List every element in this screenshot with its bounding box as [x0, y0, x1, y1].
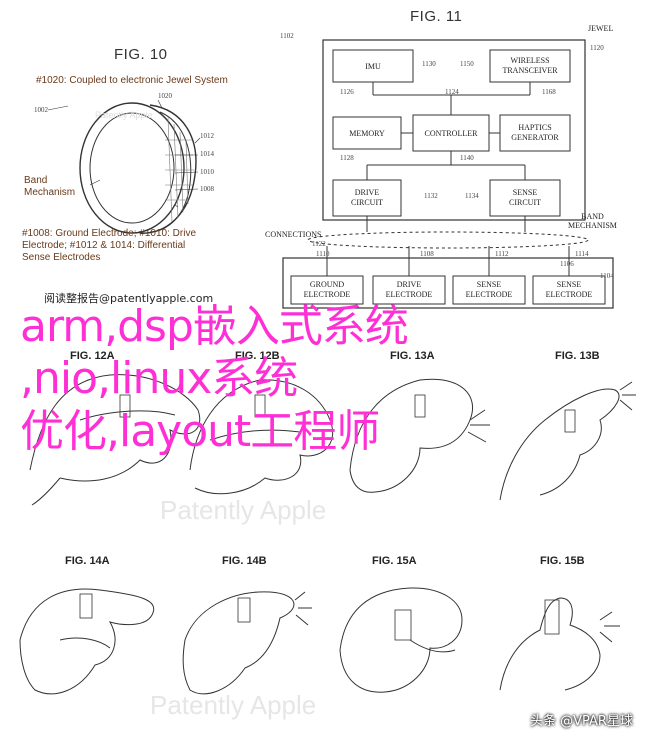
fig13a-hand-sketch	[349, 378, 490, 493]
fig11-title: FIG. 11	[410, 8, 463, 25]
ref-1132: 1132	[424, 192, 438, 200]
watermark-mid: Patently Apple	[160, 495, 327, 525]
ref-1002: 1002	[34, 106, 48, 114]
overlay-line-2: ,nio,linux系统	[20, 353, 298, 404]
fig14b-title: FIG. 14B	[222, 555, 267, 567]
fig12b-hand-sketch	[189, 379, 334, 495]
overlay-line-1: arm,dsp嵌入式系统	[20, 301, 409, 352]
ref-1106: 1106	[560, 260, 574, 268]
drive-circuit-box: DRIVE CIRCUIT	[351, 188, 383, 207]
ref-1140: 1140	[460, 154, 474, 162]
ref-1168: 1168	[542, 88, 556, 96]
sense-circuit-box: SENSE CIRCUIT	[509, 188, 541, 207]
watermark-bottom: Patently Apple	[150, 690, 317, 720]
fig12b-title: FIG. 12B	[235, 350, 280, 362]
ref-1108: 1108	[420, 250, 434, 258]
imu-box: IMU	[365, 62, 381, 71]
fig11-block-diagram	[282, 39, 614, 309]
ref-1150: 1150	[460, 60, 474, 68]
ref-1008: 1008	[200, 185, 214, 193]
wireless-transceiver-box: WIRELESS TRANSCEIVER	[502, 56, 558, 75]
fig15a-title: FIG. 15A	[372, 555, 417, 567]
fig15b-hand-sketch	[499, 597, 620, 691]
fig13a-title: FIG. 13A	[390, 350, 435, 362]
ref-1124: 1124	[445, 88, 459, 96]
fig14a-title: FIG. 14A	[65, 555, 110, 567]
ref-1102: 1102	[280, 32, 294, 40]
fig10-caption-bottom-line-3: Sense Electrodes	[22, 252, 101, 263]
fig12a-hand-sketch	[29, 374, 201, 506]
fig15a-hand-sketch	[339, 587, 463, 693]
footer-credit: 头条 @VPAR星球	[530, 714, 633, 729]
ref-1130: 1130	[422, 60, 436, 68]
ref-1126: 1126	[340, 88, 354, 96]
ref-1104: 1104	[600, 272, 614, 280]
sense-electrode-1-box: SENSE ELECTRODE	[465, 280, 513, 299]
connections-label: CONNECTIONS	[265, 230, 322, 239]
fig13b-hand-sketch	[499, 381, 636, 501]
fig10-caption-top: #1020: Coupled to electronic Jewel Syste…	[36, 75, 228, 86]
drive-electrode-box: DRIVE ELECTRODE	[385, 280, 433, 299]
ground-electrode-box: GROUND ELECTRODE	[303, 280, 351, 299]
controller-box: CONTROLLER	[424, 129, 478, 138]
ref-1112: 1112	[495, 250, 509, 258]
ref-1128: 1128	[340, 154, 354, 162]
memory-box: MEMORY	[349, 129, 385, 138]
fig10-watermark: Patently Apple	[95, 110, 153, 120]
ref-1012: 1012	[200, 132, 214, 140]
ref-1134: 1134	[465, 192, 479, 200]
ref-1010: 1010	[200, 168, 214, 176]
haptics-generator-box: HAPTICS GENERATOR	[511, 123, 559, 142]
band-mechanism-label: Band Mechanism	[24, 175, 76, 198]
overlay-line-3: 优化,layout工程师	[20, 406, 380, 457]
fig10-ring-drawing	[47, 99, 201, 234]
fig10-caption-bottom-line-1: #1008: Ground Electrode; #1010: Drive	[22, 228, 196, 239]
source-text: 阅读整报告@patentlyapple.com	[44, 292, 214, 305]
band-mechanism-box-label: BAND MECHANISM	[568, 212, 617, 230]
fig14a-hand-sketch	[19, 588, 155, 695]
fig14b-hand-sketch	[182, 591, 312, 695]
ref-1122: 1122	[312, 240, 326, 248]
fig15b-title: FIG. 15B	[540, 555, 585, 567]
fig13b-title: FIG. 13B	[555, 350, 600, 362]
ref-1120: 1120	[590, 44, 604, 52]
ref-1114: 1114	[575, 250, 589, 258]
jewel-label: JEWEL	[588, 24, 614, 33]
sense-electrode-2-box: SENSE ELECTRODE	[545, 280, 593, 299]
ref-1110: 1110	[316, 250, 330, 258]
fig10-caption-bottom-line-2: Electrode; #1012 & 1014: Differential	[22, 240, 186, 251]
ref-1020: 1020	[158, 92, 172, 100]
fig10-title: FIG. 10	[114, 46, 168, 63]
ref-1014: 1014	[200, 150, 214, 158]
fig12a-title: FIG. 12A	[70, 350, 115, 362]
